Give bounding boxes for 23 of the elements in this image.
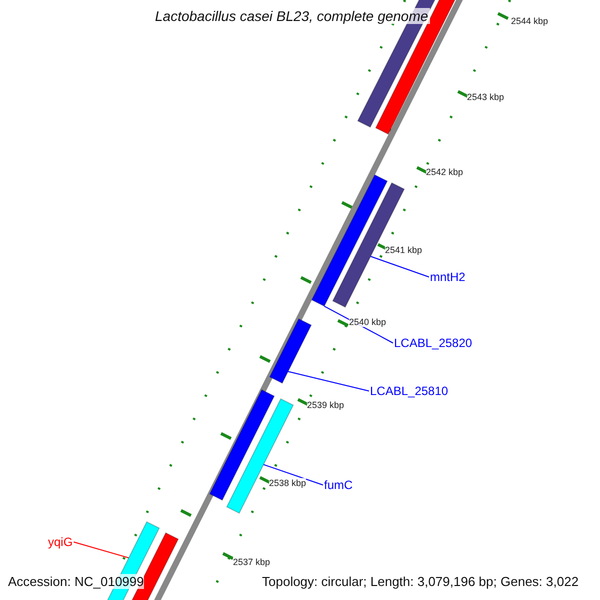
title: Lactobacillus casei BL23, complete genome	[153, 8, 430, 24]
tick-label: 2540 kbp	[349, 317, 386, 327]
gene-label: mntH2	[430, 270, 466, 284]
gene-bar	[269, 318, 312, 384]
tick-label: 2537 kbp	[233, 557, 270, 567]
gene-label: fumC	[324, 478, 353, 492]
accession-text: Accession: NC_010999	[8, 574, 144, 589]
gene-label: LCABL_25810	[370, 384, 448, 398]
tick-label: 2539 kbp	[307, 400, 344, 410]
gene-label: LCABL_25820	[394, 336, 472, 350]
leader-line	[370, 256, 430, 278]
leader-line	[288, 371, 370, 392]
leader-line	[73, 542, 130, 558]
gene-label: yqiG	[48, 535, 73, 549]
topology-text: Topology: circular; Length: 3,079,196 bp; Genes: 3,022	[262, 574, 579, 589]
leader-line	[263, 464, 324, 486]
tick-label: 2542 kbp	[426, 167, 464, 177]
gene-bar	[332, 182, 405, 308]
tick-label: 2538 kbp	[269, 478, 306, 488]
tick-label: 2544 kbp	[511, 16, 548, 26]
tick-label: 2541 kbp	[385, 245, 422, 255]
gene-bar	[226, 398, 294, 514]
tick-label: 2543 kbp	[467, 92, 504, 102]
